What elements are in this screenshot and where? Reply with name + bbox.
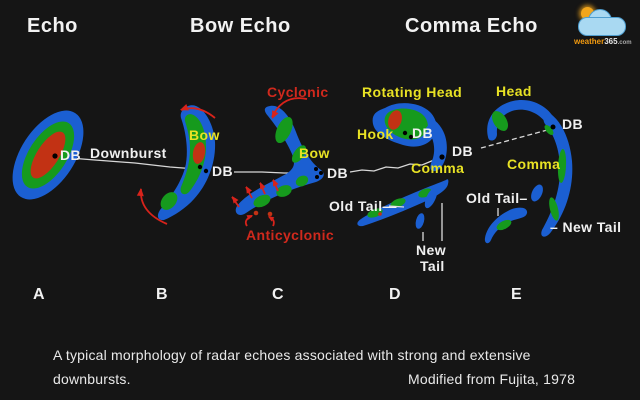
label-new-tail-d-line1: New: [416, 242, 446, 258]
stage-letter-a: A: [33, 286, 45, 303]
stage-d-db2-dot: [439, 154, 445, 160]
stage-d-leader-lines: [388, 203, 443, 241]
title-echo: Echo: [27, 15, 78, 37]
label-db-a: DB: [60, 147, 82, 163]
caption-line1: A typical morphology of radar echoes ass…: [53, 347, 531, 363]
label-downburst: Downburst: [90, 145, 167, 161]
stage-letter-c: C: [272, 286, 284, 303]
label-db-d1: DB: [412, 125, 434, 141]
label-db-b: DB: [212, 163, 234, 179]
label-cyclonic: Cyclonic: [267, 84, 329, 100]
label-comma-e: Comma: [507, 156, 561, 172]
label-anticyclonic: Anticyclonic: [246, 227, 335, 243]
stage-d-echo: [357, 103, 449, 229]
label-old-tail-d: Old Tail—: [329, 198, 397, 214]
logo-text: weather365.com: [574, 37, 632, 46]
stage-d-new-tail-cell-2: [415, 213, 425, 229]
caption-credit: Modified from Fujita, 1978: [408, 371, 576, 387]
stage-a-echo: [12, 110, 84, 200]
label-old-tail-e: Old Tail–: [466, 190, 528, 206]
label-comma-d: Comma: [411, 160, 465, 176]
label-head: Head: [496, 83, 532, 99]
stage-e-old-tail-cell: [531, 184, 543, 202]
stage-letter-d: D: [389, 286, 401, 303]
title-bow-echo: Bow Echo: [190, 15, 291, 37]
label-new-tail-e: – New Tail: [550, 219, 622, 235]
stage-e-db-dot: [550, 124, 556, 130]
stage-b-rotation-arrows: [136, 103, 216, 225]
label-rotating-head: Rotating Head: [362, 84, 463, 100]
label-bow-b: Bow: [189, 127, 220, 143]
label-hook: Hook: [357, 126, 394, 142]
label-db-e: DB: [562, 116, 584, 132]
stage-e-comma-band: [541, 113, 573, 237]
label-bow-c: Bow: [299, 145, 330, 161]
label-new-tail-d-line2: Tail: [420, 258, 445, 274]
label-db-d2: DB: [452, 143, 474, 159]
caption-line2: downbursts.: [53, 371, 131, 387]
stage-letter-e: E: [511, 286, 522, 303]
stage-d-new-tail-cell-1: [424, 187, 438, 209]
stage-e-echo: [484, 100, 573, 244]
cyclonic-arrow: [271, 97, 308, 119]
stage-a-db-dot: [52, 153, 58, 159]
stage-b-echo: [157, 105, 216, 221]
anticyclonic-arrows: [231, 179, 279, 227]
stage-e-old-tail-band: [484, 207, 528, 244]
title-comma-echo: Comma Echo: [405, 15, 538, 37]
stage-c-echo: [235, 105, 324, 217]
stage-letter-b: B: [156, 286, 168, 303]
stage-e-head-band: [487, 100, 555, 141]
label-db-c: DB: [327, 165, 349, 181]
weather365-logo: weather365.com: [571, 6, 635, 48]
